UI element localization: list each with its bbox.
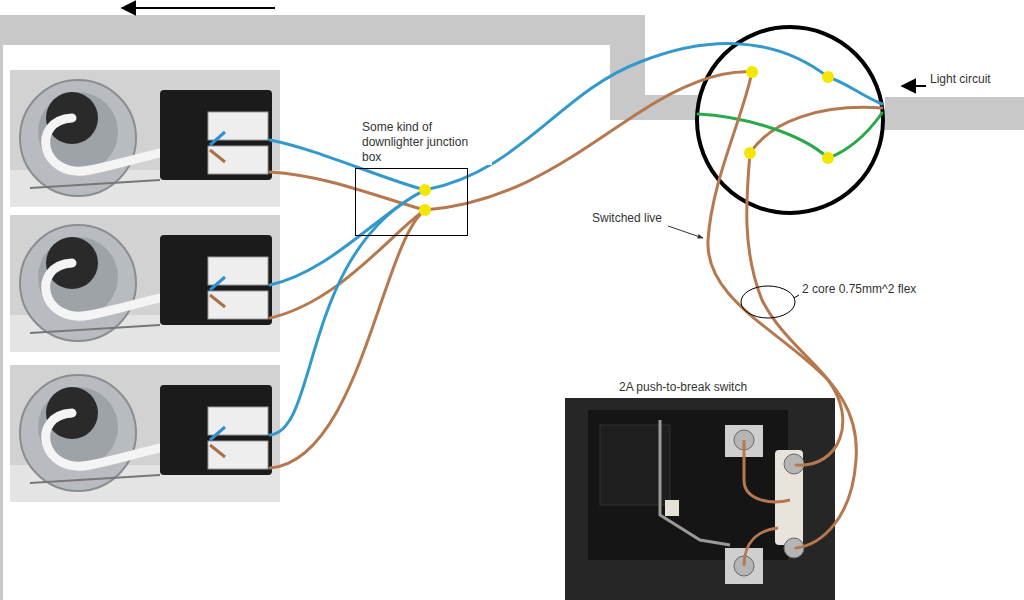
wire-connector bbox=[419, 184, 431, 196]
circuit-label: Light circuit bbox=[928, 72, 993, 87]
callout-ellipse bbox=[741, 286, 795, 318]
wire-connector bbox=[744, 147, 756, 159]
cable-label: 2 core 0.75mm^2 flex bbox=[800, 282, 918, 297]
earth-wire bbox=[698, 114, 828, 158]
wire-connector bbox=[822, 152, 834, 164]
switch-box: 2A push-to-break switch bbox=[565, 398, 835, 600]
switched-live-wire bbox=[708, 72, 843, 465]
internal-wire bbox=[744, 528, 778, 566]
photo-ground bbox=[565, 398, 835, 600]
box-heading: 2A push-to-break switch bbox=[617, 380, 821, 395]
leader-line bbox=[794, 295, 799, 298]
downlighter-photo bbox=[10, 215, 280, 352]
leader-line bbox=[668, 226, 703, 238]
wall-edge bbox=[0, 45, 3, 600]
wire-connector bbox=[419, 204, 431, 216]
box-heading: Some kind of downlighter junction box bbox=[360, 120, 492, 165]
direction-arrow bbox=[122, 7, 275, 9]
wire-connector bbox=[746, 66, 758, 78]
downlighter-photo bbox=[10, 70, 280, 207]
live-wire bbox=[747, 153, 857, 548]
neutral-wire bbox=[425, 44, 828, 190]
neutral-wire bbox=[270, 190, 425, 435]
earth-wire bbox=[828, 113, 882, 158]
downlighter-photo bbox=[10, 365, 280, 502]
internal-wire bbox=[744, 440, 790, 502]
direction-arrow bbox=[902, 85, 926, 87]
switch-actuator bbox=[665, 500, 679, 516]
wire-connector bbox=[822, 71, 834, 83]
switch-photo bbox=[565, 398, 835, 600]
ceiling-joist bbox=[885, 97, 1024, 130]
switch-body bbox=[588, 410, 788, 560]
junction-box: Some kind of downlighter junction box bbox=[355, 168, 468, 236]
live-wire bbox=[270, 210, 425, 468]
switch-spring bbox=[660, 420, 730, 545]
neutral-wire bbox=[828, 77, 882, 104]
live-wire bbox=[750, 107, 882, 153]
wire-label: Switched live bbox=[590, 211, 664, 226]
